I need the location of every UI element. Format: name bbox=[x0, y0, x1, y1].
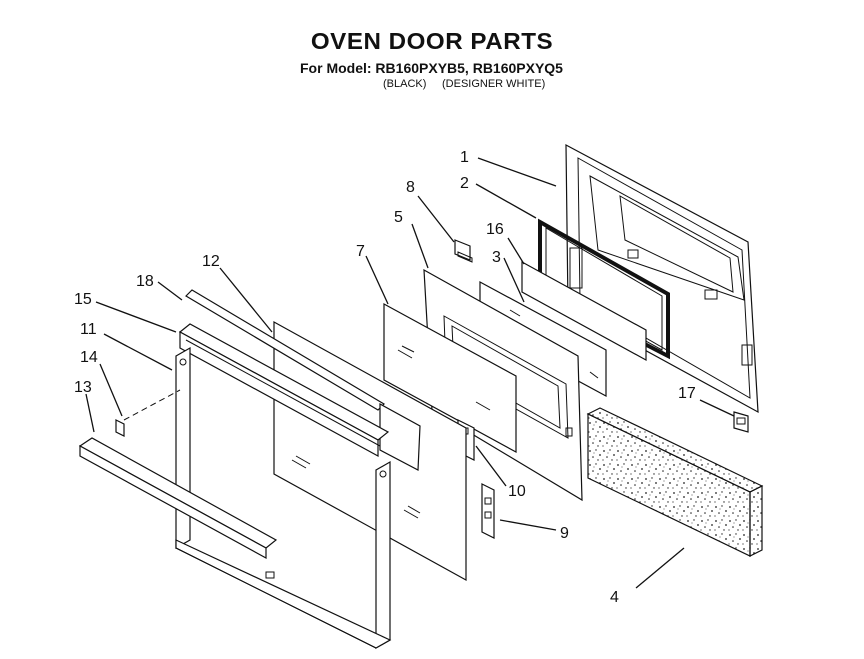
callout-11: 11 bbox=[80, 321, 97, 338]
callout-14: 14 bbox=[80, 349, 98, 366]
callout-17: 17 bbox=[678, 385, 696, 402]
callout-2: 2 bbox=[460, 175, 469, 192]
part-15-handle bbox=[178, 323, 390, 458]
variant-black: (BLACK) bbox=[383, 78, 427, 90]
callout-13: 13 bbox=[74, 379, 92, 396]
callout-1: 1 bbox=[460, 149, 469, 166]
callout-3: 3 bbox=[492, 249, 501, 266]
part-4-insulation bbox=[586, 407, 764, 557]
part-17-connector bbox=[733, 411, 749, 433]
model-line: For Model: RB160PXYB5, RB160PXYQ5 bbox=[300, 60, 563, 76]
variant-white: (DESIGNER WHITE) bbox=[442, 78, 546, 90]
callout-8: 8 bbox=[406, 179, 415, 196]
callout-15: 15 bbox=[74, 291, 92, 308]
part-1-outer-panel bbox=[565, 143, 759, 414]
callout-5: 5 bbox=[394, 209, 403, 226]
callout-16: 16 bbox=[486, 221, 504, 238]
part-7-glass bbox=[383, 302, 517, 454]
part-8-clip bbox=[454, 239, 473, 263]
callout-10: 10 bbox=[508, 483, 526, 500]
part-2-gasket bbox=[538, 218, 670, 360]
part-13-bottom-trim bbox=[78, 437, 278, 560]
part-9-bracket bbox=[481, 483, 495, 539]
part-16-glass bbox=[521, 260, 647, 362]
callout-7: 7 bbox=[356, 243, 365, 260]
diagram-title: OVEN DOOR PARTS bbox=[310, 28, 554, 54]
callout-9: 9 bbox=[560, 525, 569, 542]
callout-4: 4 bbox=[610, 589, 619, 606]
part-18-top-trim bbox=[185, 289, 421, 471]
leader-lines bbox=[85, 157, 735, 589]
part-14-clip bbox=[115, 389, 181, 437]
callout-18: 18 bbox=[136, 273, 154, 290]
callout-12: 12 bbox=[202, 253, 220, 270]
callout-numbers: 1 2 3 4 5 7 8 9 10 11 12 13 14 15 16 17 … bbox=[74, 149, 696, 606]
